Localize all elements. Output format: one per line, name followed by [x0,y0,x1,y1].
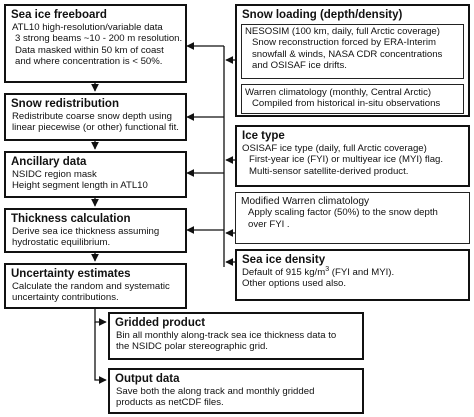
uncertainty-estimates-line: Calculate the random and systematic [12,281,170,292]
warren-subbox: Warren climatology (monthly, Central Arc… [241,84,464,114]
uncertainty-estimates-title: Uncertainty estimates [11,268,131,280]
modified-warren-heading: Modified Warren climatology [241,196,370,207]
modified-warren-box: Modified Warren climatology Apply scalin… [235,192,470,244]
nesosim-body: NESOSIM (100 km, daily, full Arctic cove… [245,26,460,72]
gridded-product-title: Gridded product [115,317,206,329]
arrow-gridded-to-output [94,322,107,384]
modified-warren-line: Apply scaling factor (50%) to the snow d… [248,207,438,219]
arrow-uncertainty-to-gridded [94,309,107,326]
snow-redistribution-box: Snow redistribution Redistribute coarse … [4,93,187,141]
sea-ice-freeboard-line: and where concentration is < 50%. [15,56,163,68]
gridded-product-line: the NSIDC polar stereographic grid. [116,341,268,353]
warren-heading: Warren climatology (monthly, Central Arc… [245,87,432,98]
ancillary-data-body: NSIDC region mask Height segment length … [12,169,181,192]
output-data-body: Save both the along track and monthly gr… [116,386,358,409]
snow-redistribution-body: Redistribute coarse snow depth using lin… [12,111,181,134]
nesosim-line: and OSISAF ice drifts. [252,60,347,72]
output-data-line: products as netCDF files. [116,397,224,409]
sea-ice-density-line2: Other options used also. [242,278,346,290]
sea-ice-freeboard-body: ATL10 high-resolution/variable data 3 st… [12,22,183,68]
ice-type-line: Multi-sensor satellite-derived product. [249,165,409,177]
uncertainty-estimates-box: Uncertainty estimates Calculate the rand… [4,263,187,309]
sea-ice-density-box: Sea ice density Default of 915 kg/m3 (FY… [235,249,470,301]
gridded-product-line: Bin all monthly along-track sea ice thic… [116,330,337,341]
gridded-product-box: Gridded product Bin all monthly along-tr… [108,312,364,360]
gridded-product-body: Bin all monthly along-track sea ice thic… [116,330,358,353]
uncertainty-estimates-line: uncertainty contributions. [12,292,119,304]
nesosim-subbox: NESOSIM (100 km, daily, full Arctic cove… [241,24,464,79]
snow-redistribution-line: linear piecewise (or other) functional f… [12,122,179,134]
sea-ice-density-line1: Default of 915 kg/m3 (FYI and MYI). [242,265,464,278]
sea-ice-freeboard-line: 3 strong beams ~10 - 200 m resolution. [15,33,183,45]
ancillary-data-line: Height segment length in ATL10 [12,180,148,192]
warren-line: Compiled from historical in-situ observa… [252,98,441,110]
sea-ice-density-body: Default of 915 kg/m3 (FYI and MYI). Othe… [242,265,464,290]
thickness-calculation-body: Derive sea ice thickness assuming hydros… [12,226,181,249]
ice-type-line: OSISAF ice type (daily, full Arctic cove… [242,143,427,154]
density-value-suffix: (FYI and MYI). [329,267,395,278]
thickness-calculation-box: Thickness calculation Derive sea ice thi… [4,208,187,253]
sea-ice-freeboard-title: Sea ice freeboard [11,9,107,21]
snow-redistribution-line: Redistribute coarse snow depth using [12,111,172,122]
ancillary-data-line: NSIDC region mask [12,169,97,180]
output-data-box: Output data Save both the along track an… [108,368,364,414]
nesosim-line: Snow reconstruction forced by ERA-Interi… [252,37,436,49]
thickness-calculation-line: hydrostatic equilibrium. [12,237,111,249]
ancillary-data-box: Ancillary data NSIDC region mask Height … [4,151,187,198]
snow-loading-box: Snow loading (depth/density) NESOSIM (10… [235,4,470,117]
modified-warren-body: Modified Warren climatology Apply scalin… [241,196,466,230]
ice-type-title: Ice type [242,130,285,142]
output-data-line: Save both the along track and monthly gr… [116,386,315,397]
sea-ice-density-title: Sea ice density [242,254,326,266]
sea-ice-freeboard-line: Data masked within 50 km of coast [15,44,164,56]
warren-body: Warren climatology (monthly, Central Arc… [245,87,460,110]
snow-loading-title: Snow loading (depth/density) [242,9,403,21]
output-data-title: Output data [115,373,180,385]
snow-redistribution-title: Snow redistribution [11,98,119,110]
thickness-calculation-title: Thickness calculation [11,213,131,225]
sea-ice-freeboard-line: ATL10 high-resolution/variable data [12,22,163,33]
ancillary-data-title: Ancillary data [11,156,87,168]
uncertainty-estimates-body: Calculate the random and systematic unce… [12,281,181,304]
nesosim-line: snowfall & winds, NASA CDR concentration… [252,48,443,60]
ice-type-line: First-year ice (FYI) or multiyear ice (M… [249,154,444,166]
modified-warren-line: over FYI . [248,218,290,230]
sea-ice-freeboard-box: Sea ice freeboard ATL10 high-resolution/… [4,4,187,83]
thickness-calculation-line: Derive sea ice thickness assuming [12,226,160,237]
density-value-text: Default of 915 kg/m [242,267,326,278]
nesosim-heading: NESOSIM (100 km, daily, full Arctic cove… [245,26,440,37]
ice-type-body: OSISAF ice type (daily, full Arctic cove… [242,143,464,177]
ice-type-box: Ice type OSISAF ice type (daily, full Ar… [235,125,470,187]
density-unit-superscript: 3 [325,265,330,273]
